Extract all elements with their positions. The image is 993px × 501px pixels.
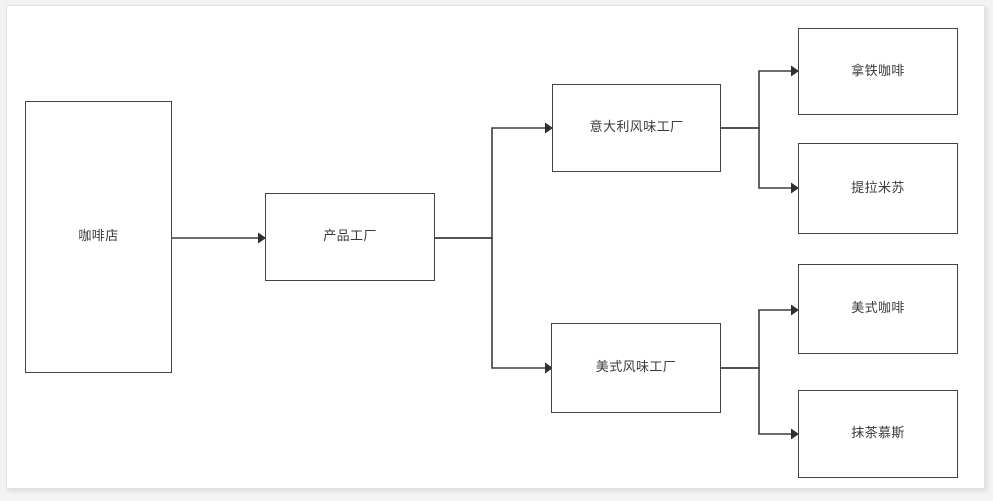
node-coffee-shop[interactable]: 咖啡店 — [25, 101, 172, 373]
node-latte[interactable]: 拿铁咖啡 — [798, 28, 958, 115]
edge-italian-factory-to-tiramisu — [721, 127, 799, 194]
edge-italian-factory-to-latte — [721, 65, 799, 129]
node-label: 美式咖啡 — [851, 301, 905, 317]
node-matcha-mousse[interactable]: 抹茶慕斯 — [798, 390, 958, 478]
node-label: 咖啡店 — [78, 229, 119, 245]
node-label: 美式风味工厂 — [595, 360, 677, 376]
node-label: 意大利风味工厂 — [589, 120, 684, 136]
node-label: 产品工厂 — [323, 229, 377, 245]
node-americano[interactable]: 美式咖啡 — [798, 264, 958, 354]
edge-american-factory-to-matcha-mousse — [721, 367, 799, 440]
node-label: 抹茶慕斯 — [851, 426, 905, 442]
edge-product-factory-to-american-factory — [435, 237, 553, 374]
node-product-factory[interactable]: 产品工厂 — [265, 193, 435, 281]
node-label: 提拉米苏 — [851, 180, 905, 196]
edge-american-factory-to-americano — [721, 304, 799, 369]
edge-product-factory-to-italian-factory — [435, 122, 553, 239]
node-tiramisu[interactable]: 提拉米苏 — [798, 143, 958, 234]
node-label: 拿铁咖啡 — [851, 63, 905, 79]
edge-coffee-shop-to-product-factory — [172, 232, 266, 244]
node-american-factory[interactable]: 美式风味工厂 — [551, 323, 721, 413]
node-italian-factory[interactable]: 意大利风味工厂 — [552, 84, 721, 172]
